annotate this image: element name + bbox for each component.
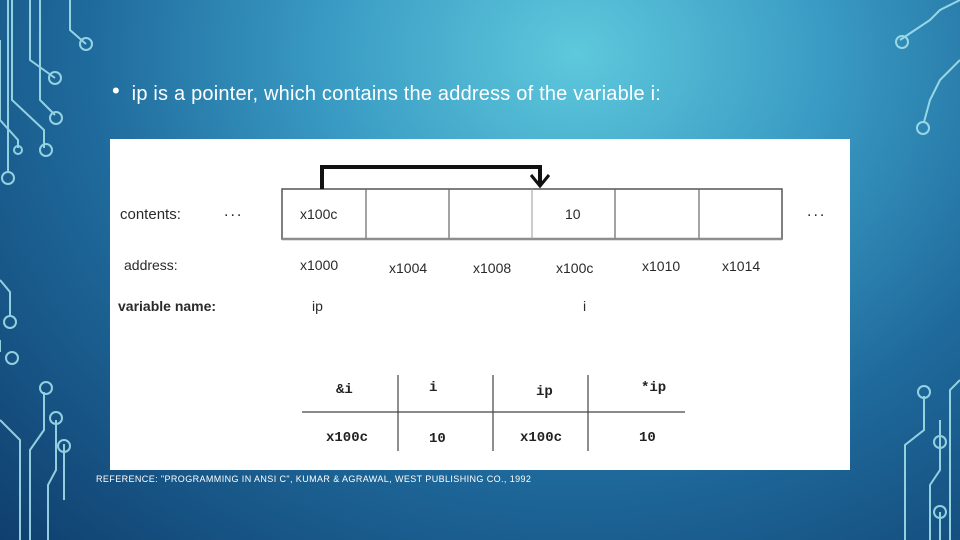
ellipsis-right: ... xyxy=(807,203,827,220)
bullet-dot-icon: • xyxy=(112,78,120,103)
expr-header: ip xyxy=(536,384,553,400)
bullet-text: ip is a pointer, which contains the addr… xyxy=(131,83,662,105)
cell-content: 10 xyxy=(565,206,581,222)
expr-header: i xyxy=(429,380,438,396)
expr-value: x100c xyxy=(520,430,563,446)
expr-value: 10 xyxy=(639,430,656,446)
reference-citation: REFERENCE: "PROGRAMMING IN ANSI C", KUMA… xyxy=(96,474,532,484)
expr-header: *ip xyxy=(641,380,667,396)
memory-diagram-lines xyxy=(281,165,783,451)
address-value: x1004 xyxy=(389,260,428,276)
cell-content: x100c xyxy=(300,206,338,222)
address-label: address: xyxy=(124,257,178,273)
address-value: x1008 xyxy=(473,260,512,276)
address-value: x1014 xyxy=(722,258,761,274)
bullet-point: • ip is a pointer, which contains the ad… xyxy=(112,78,662,106)
variable-ip: ip xyxy=(312,298,323,314)
address-value: x100c xyxy=(556,260,594,276)
variable-name-label: variable name: xyxy=(118,298,217,314)
address-value: x1000 xyxy=(300,257,339,273)
memory-diagram: contents: ... ... address: variable name… xyxy=(110,139,850,470)
ellipsis-left: ... xyxy=(224,203,244,220)
expr-value: 10 xyxy=(429,431,446,447)
variable-i: i xyxy=(583,298,587,314)
contents-label: contents: xyxy=(120,206,181,223)
address-value: x1010 xyxy=(642,258,681,274)
expr-value: x100c xyxy=(326,430,369,446)
expr-header: &i xyxy=(336,382,353,398)
